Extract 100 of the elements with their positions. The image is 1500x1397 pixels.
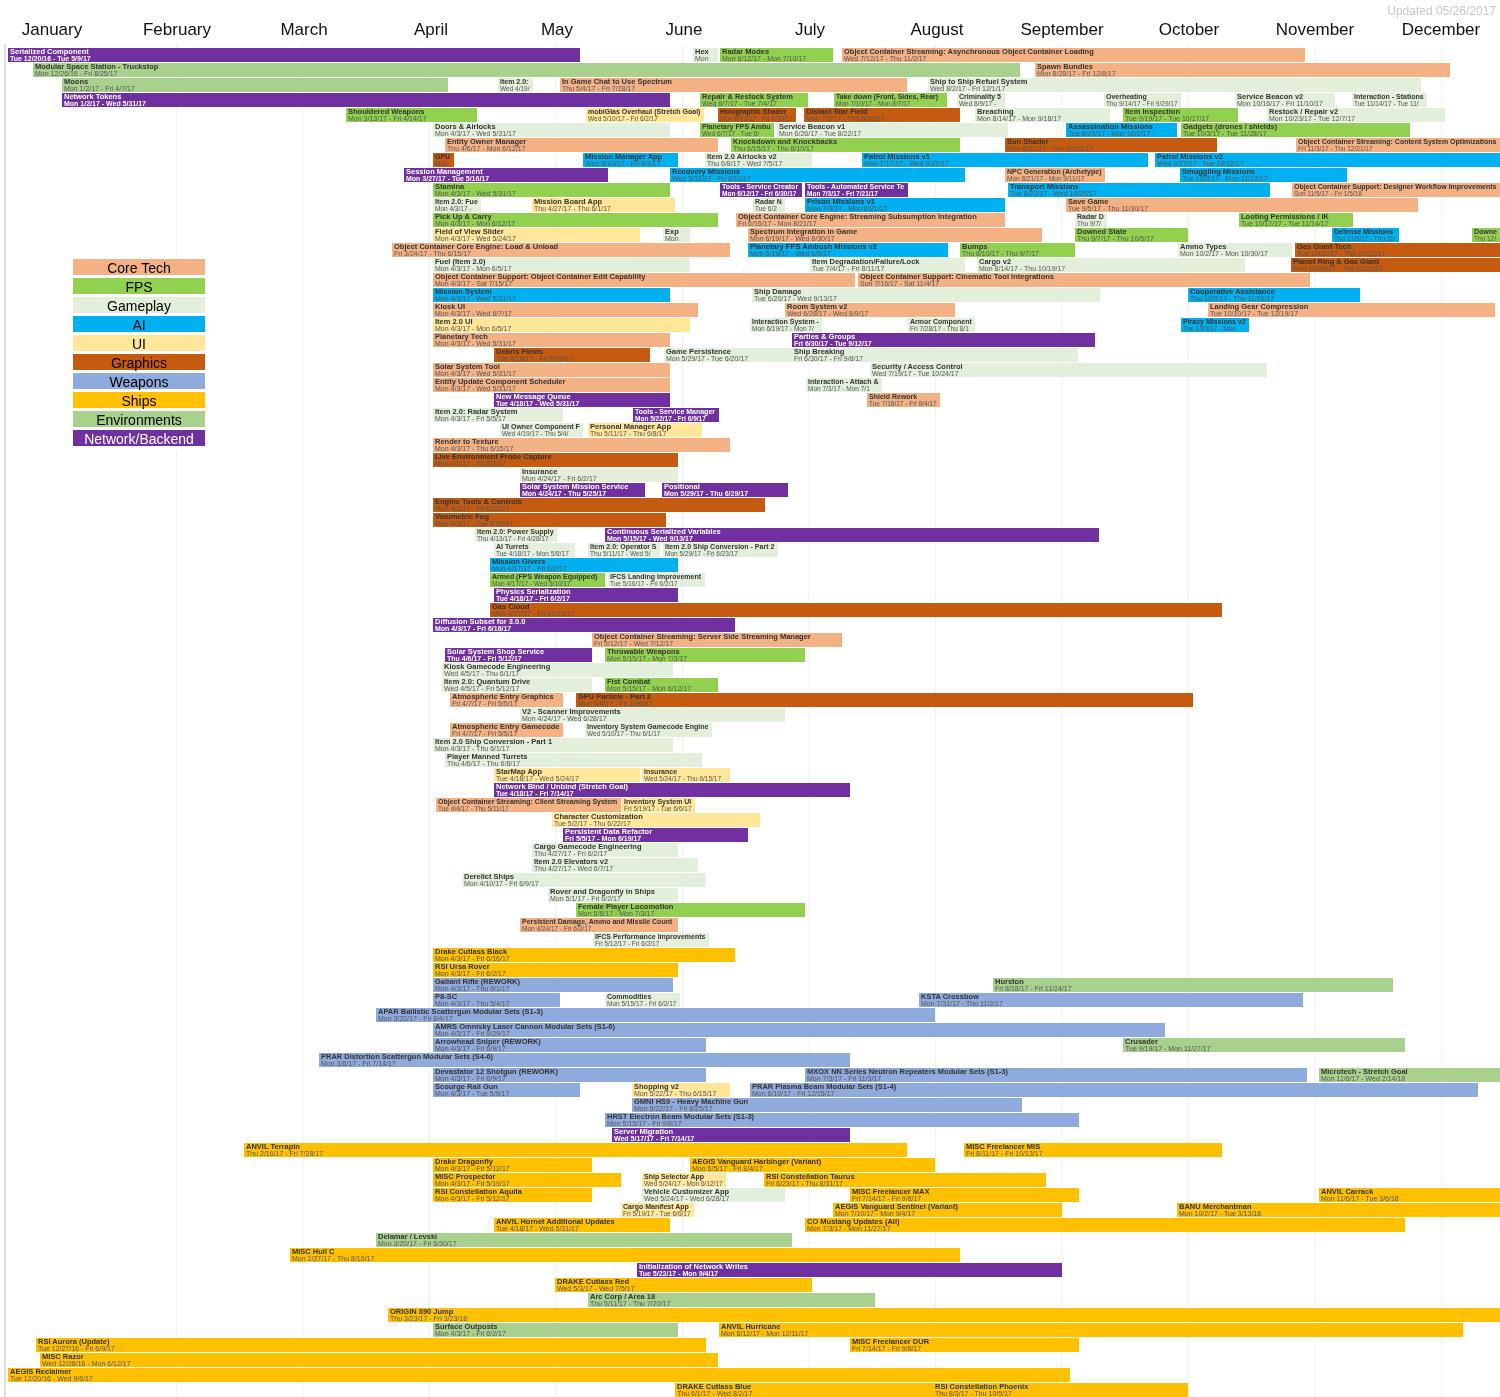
task-bar <box>928 78 1421 92</box>
task-bar <box>1319 1068 1500 1082</box>
task-bar <box>605 678 718 692</box>
task-bar <box>555 1278 812 1292</box>
task-bar <box>750 318 822 332</box>
task-bar <box>662 483 788 497</box>
task-bar <box>433 1083 580 1097</box>
task-bar <box>637 1263 1062 1277</box>
task-bar <box>433 213 718 227</box>
task-bar <box>675 1383 933 1397</box>
task-bar <box>804 108 960 122</box>
task-bar <box>588 1293 875 1307</box>
legend-label: Ships <box>121 393 157 409</box>
month-label: September <box>1020 20 1104 40</box>
task-bar <box>494 588 678 602</box>
task-bar <box>642 768 730 782</box>
task-bar <box>436 798 621 812</box>
task-bar <box>433 1173 621 1187</box>
task-bar <box>319 1053 850 1067</box>
task-bar <box>1319 1188 1500 1202</box>
task-bar <box>621 1203 694 1217</box>
task-bar <box>719 1323 1463 1337</box>
task-bar <box>720 48 833 62</box>
task-bar <box>576 693 1193 707</box>
task-bar <box>433 318 690 332</box>
task-bar <box>632 1083 730 1097</box>
task-bar <box>520 468 678 482</box>
month-label: April <box>414 20 448 40</box>
task-bar <box>433 303 698 317</box>
task-bar <box>588 543 660 557</box>
task-bar <box>433 363 670 377</box>
task-bar <box>1180 168 1347 182</box>
task-bar <box>433 288 670 302</box>
task-bar <box>498 78 533 92</box>
task-bar <box>433 1323 678 1337</box>
task-bar <box>605 1113 1079 1127</box>
task-bar <box>605 648 805 662</box>
legend-label: FPS <box>125 279 153 295</box>
task-bar <box>532 843 678 857</box>
task-bar <box>433 978 673 992</box>
task-bar <box>785 303 955 317</box>
task-bar <box>290 1248 960 1262</box>
task-bar <box>964 1143 1222 1157</box>
task-bar <box>494 783 850 797</box>
task-bar <box>494 543 575 557</box>
task-bar <box>433 453 678 467</box>
month-label: May <box>540 20 574 40</box>
task-bar <box>605 993 680 1007</box>
legend-label: Network/Backend <box>84 431 194 447</box>
task-bar <box>1239 213 1353 227</box>
task-bar <box>560 78 907 92</box>
task-bar <box>1292 183 1500 197</box>
task-bar <box>748 243 948 257</box>
task-bar <box>664 348 792 362</box>
task-bar <box>33 63 1020 77</box>
task-bar <box>993 978 1393 992</box>
task-bar <box>532 858 698 872</box>
task-bar <box>433 1068 706 1082</box>
task-bar <box>552 813 760 827</box>
month-label: December <box>1401 20 1481 40</box>
task-bar <box>450 723 563 737</box>
task-bar <box>670 168 965 182</box>
task-bar <box>532 198 675 212</box>
task-bar <box>858 273 1310 287</box>
task-bar <box>1295 243 1500 257</box>
task-bar <box>908 318 975 332</box>
task-bar <box>8 48 580 62</box>
task-bar <box>805 1218 1405 1232</box>
task-bar <box>392 243 730 257</box>
task-bar <box>433 498 765 512</box>
task-bar <box>642 1188 785 1202</box>
task-bar <box>450 693 563 707</box>
task-bar <box>752 288 1100 302</box>
legend-label: Weapons <box>109 374 169 390</box>
task-bar <box>792 348 1078 362</box>
task-bar <box>1005 138 1217 152</box>
task-bar <box>585 723 712 737</box>
task-bar <box>957 93 1005 107</box>
task-bar <box>433 1038 706 1052</box>
task-bar <box>433 618 735 632</box>
task-bar <box>588 423 702 437</box>
task-bar <box>62 78 448 92</box>
task-bar <box>700 123 774 137</box>
task-bar <box>833 1203 1062 1217</box>
month-label: July <box>794 20 826 40</box>
task-bar <box>1104 93 1181 107</box>
task-bar <box>764 1173 1046 1187</box>
task-bar <box>462 873 706 887</box>
task-bar <box>592 633 842 647</box>
task-bar <box>494 1218 670 1232</box>
task-bar <box>475 528 557 542</box>
task-bar <box>862 153 1148 167</box>
task-bar <box>867 393 940 407</box>
task-bar <box>700 93 808 107</box>
task-bar <box>1177 1203 1500 1217</box>
legend-label: Graphics <box>111 355 167 371</box>
task-bar <box>490 603 1222 617</box>
task-bar <box>490 558 678 572</box>
task-bar <box>346 108 477 122</box>
task-bar <box>693 48 718 62</box>
